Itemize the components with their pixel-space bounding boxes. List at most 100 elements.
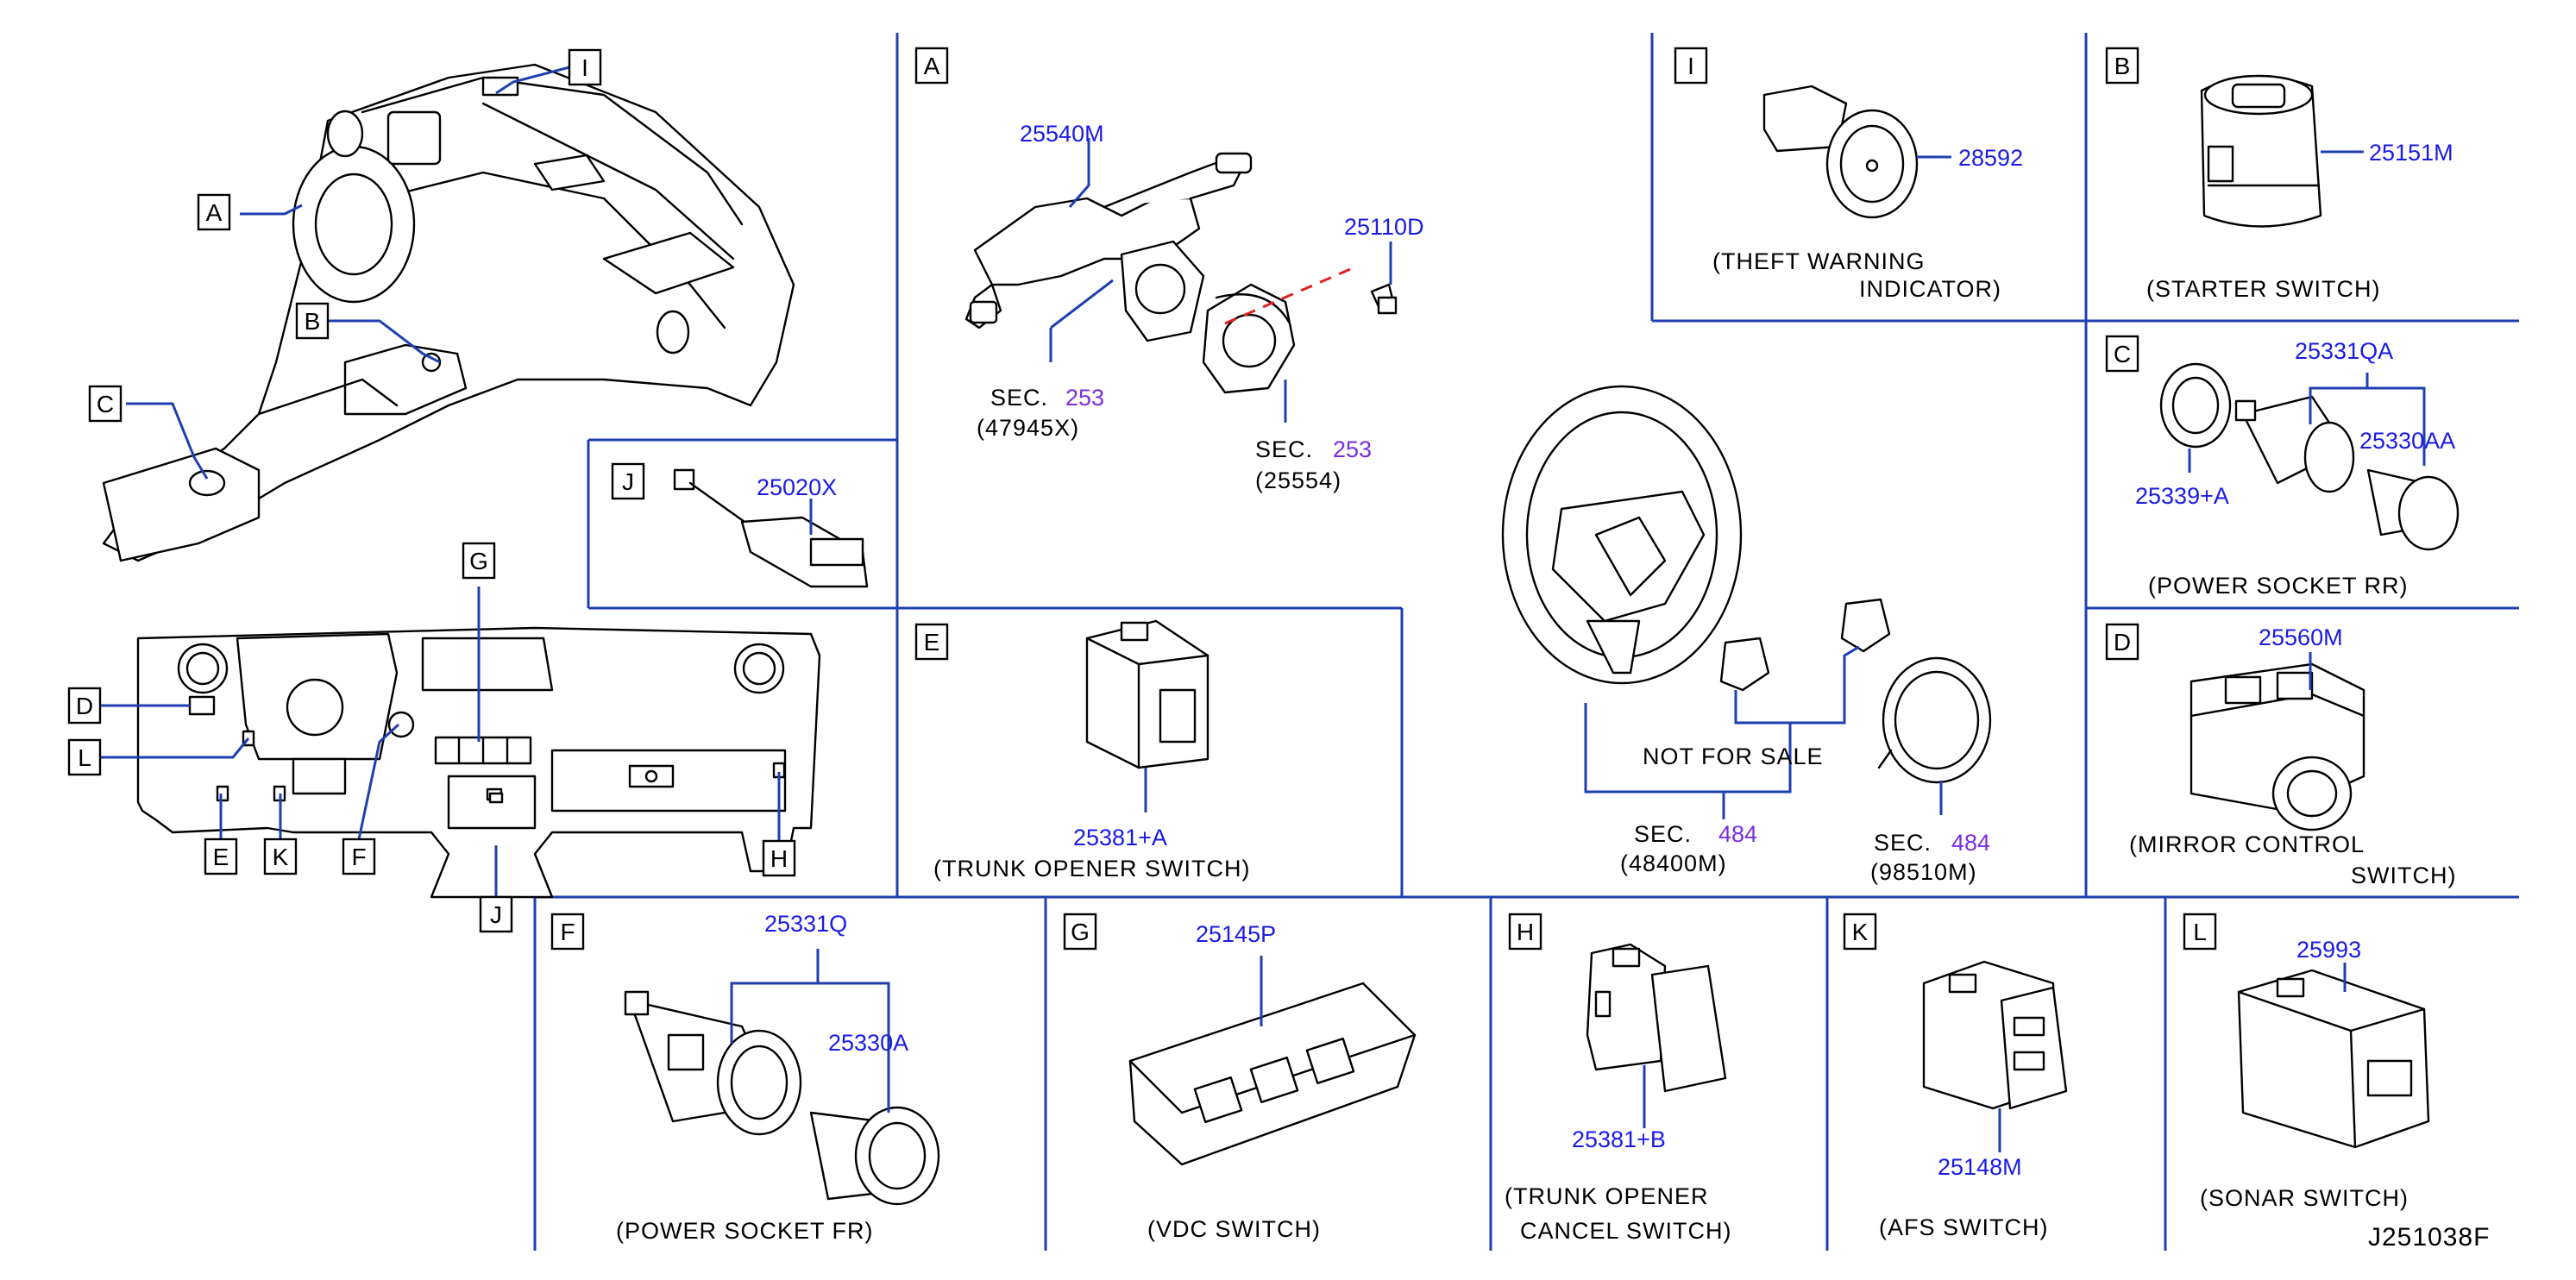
overview-label-I: I xyxy=(568,48,602,86)
starter-switch-drawing xyxy=(2200,74,2322,228)
svg-text:F: F xyxy=(351,844,366,870)
afs-switch-drawing xyxy=(1922,960,2068,1110)
svg-text:(25554): (25554) xyxy=(1255,467,1341,493)
svg-text:INDICATOR): INDICATOR) xyxy=(1859,276,2001,302)
overview-label-J: J xyxy=(479,895,513,933)
panel-C: C 25331QA 25330AA 25339+A (POWER SOCKET … xyxy=(2105,335,2460,599)
vdc-switch-drawing xyxy=(1128,982,1417,1166)
part-number-25331QA: 25331QA xyxy=(2295,338,2393,364)
part-number-25331Q: 25331Q xyxy=(764,911,847,937)
steering-wheel-group: NOT FOR SALE SEC. 484 (48400M) SEC. 484 … xyxy=(1501,385,1992,885)
combination-switch-drawing xyxy=(964,152,1398,394)
svg-text:SEC.: SEC. xyxy=(990,385,1048,411)
svg-text:A: A xyxy=(206,199,223,226)
svg-text:B: B xyxy=(2114,53,2131,79)
part-number-25339+A: 25339+A xyxy=(2135,483,2229,509)
svg-text:C: C xyxy=(97,391,114,417)
svg-text:(SONAR SWITCH): (SONAR SWITCH) xyxy=(2200,1185,2409,1211)
svg-text:I: I xyxy=(1687,53,1694,79)
svg-text:CANCEL SWITCH): CANCEL SWITCH) xyxy=(1520,1218,1732,1244)
svg-text:D: D xyxy=(76,693,93,719)
sonar-switch-drawing xyxy=(2237,969,2430,1149)
power-socket-rr-drawing xyxy=(2159,362,2460,551)
section-ref-253-a: 253 xyxy=(1065,385,1104,411)
panel-F: F 25331Q 25330A (POWER SOCKET FR) xyxy=(550,911,940,1244)
svg-text:(VDC SWITCH): (VDC SWITCH) xyxy=(1147,1216,1321,1242)
svg-text:H: H xyxy=(1517,919,1534,945)
steering-switch-left-drawing xyxy=(1719,637,1770,692)
overview-label-K: K xyxy=(263,838,298,875)
panel-K-letter: K xyxy=(1843,913,1877,951)
panel-A: A 25540M 25110D SEC. 253 (47945X) SEC. 2… xyxy=(914,47,1424,493)
indicator-drawing xyxy=(1762,85,1919,219)
part-number-25020X: 25020X xyxy=(757,474,837,500)
overview-label-C: C xyxy=(88,385,123,423)
overview-leaders xyxy=(100,66,781,897)
svg-text:(STARTER SWITCH): (STARTER SWITCH) xyxy=(2146,276,2381,302)
panel-B: B 25151M (STARTER SWITCH) xyxy=(2105,47,2453,302)
svg-text:F: F xyxy=(560,919,575,945)
panel-C-letter: C xyxy=(2105,335,2139,373)
svg-text:SEC.: SEC. xyxy=(1255,436,1313,462)
svg-text:(TRUNK OPENER: (TRUNK OPENER xyxy=(1505,1183,1709,1209)
panel-L-letter: L xyxy=(2183,913,2217,951)
svg-text:J: J xyxy=(622,468,634,495)
dashed-assembly-line xyxy=(1224,266,1355,325)
part-number-25993: 25993 xyxy=(2296,937,2361,963)
svg-text:(POWER SOCKET FR): (POWER SOCKET FR) xyxy=(616,1218,874,1244)
panel-A-letter: A xyxy=(914,47,949,85)
part-number-28592: 28592 xyxy=(1958,145,2023,171)
svg-text:L: L xyxy=(2193,919,2207,945)
panel-G-letter: G xyxy=(1063,913,1097,951)
part-number-25381+A: 25381+A xyxy=(1073,825,1167,850)
dashboard-front-drawing xyxy=(136,626,821,899)
overview-label-F: F xyxy=(342,838,376,875)
part-number-25540M: 25540M xyxy=(1020,121,1104,147)
svg-text:SEC.: SEC. xyxy=(1634,821,1692,847)
svg-text:D: D xyxy=(2114,629,2131,656)
svg-text:J: J xyxy=(490,901,502,928)
svg-text:G: G xyxy=(469,548,488,574)
panel-E: E 25381+A (TRUNK OPENER SWITCH) xyxy=(914,619,1250,882)
trunk-opener-switch-drawing xyxy=(1085,619,1209,769)
svg-text:(AFS SWITCH): (AFS SWITCH) xyxy=(1879,1214,2048,1240)
part-number-25148M: 25148M xyxy=(1938,1154,2022,1180)
svg-text:(98510M): (98510M) xyxy=(1870,859,1977,885)
panel-I: I 28592 (THEFT WARNING INDICATOR) xyxy=(1674,47,2023,302)
svg-text:G: G xyxy=(1071,919,1090,945)
part-number-25560M: 25560M xyxy=(2259,624,2343,650)
section-ref-253-b: 253 xyxy=(1333,436,1372,462)
svg-text:SEC.: SEC. xyxy=(1874,830,1932,856)
overview-label-H: H xyxy=(762,839,796,877)
part-number-25330A: 25330A xyxy=(828,1030,908,1056)
svg-text:SWITCH): SWITCH) xyxy=(2351,863,2456,888)
section-ref-484-a: 484 xyxy=(1718,821,1757,847)
panel-H: H 25381+B (TRUNK OPENER CANCEL SWITCH) xyxy=(1505,913,1732,1244)
part-number-25330AA: 25330AA xyxy=(2359,428,2455,454)
svg-text:(47945X): (47945X) xyxy=(977,415,1079,441)
svg-text:(48400M): (48400M) xyxy=(1620,850,1727,876)
panel-F-letter: F xyxy=(550,913,585,951)
svg-text:K: K xyxy=(1852,919,1869,945)
power-socket-fr-drawing xyxy=(624,990,940,1206)
part-number-25145P: 25145P xyxy=(1196,921,1276,947)
svg-text:(POWER SOCKET RR): (POWER SOCKET RR) xyxy=(2148,573,2409,599)
panel-K: K 25148M (AFS SWITCH) xyxy=(1843,913,2068,1240)
panel-G: G 25145P (VDC SWITCH) xyxy=(1063,913,1417,1242)
svg-text:H: H xyxy=(770,845,788,872)
svg-text:E: E xyxy=(924,629,940,656)
steering-switch-right-drawing xyxy=(1840,598,1891,653)
svg-text:B: B xyxy=(305,308,321,335)
diagram-id: J251038F xyxy=(2368,1223,2490,1252)
panel-B-letter: B xyxy=(2105,47,2139,85)
svg-text:(MIRROR CONTROL: (MIRROR CONTROL xyxy=(2129,831,2365,857)
svg-text:A: A xyxy=(924,53,940,79)
svg-text:L: L xyxy=(78,744,91,771)
overview-label-A: A xyxy=(197,193,231,231)
steering-wheel-drawing xyxy=(1501,385,1743,685)
dashboard-perspective-drawing xyxy=(102,63,795,562)
panel-D: D 25560M (MIRROR CONTROL SWITCH) xyxy=(2105,623,2456,888)
panel-grid xyxy=(533,33,2519,1251)
